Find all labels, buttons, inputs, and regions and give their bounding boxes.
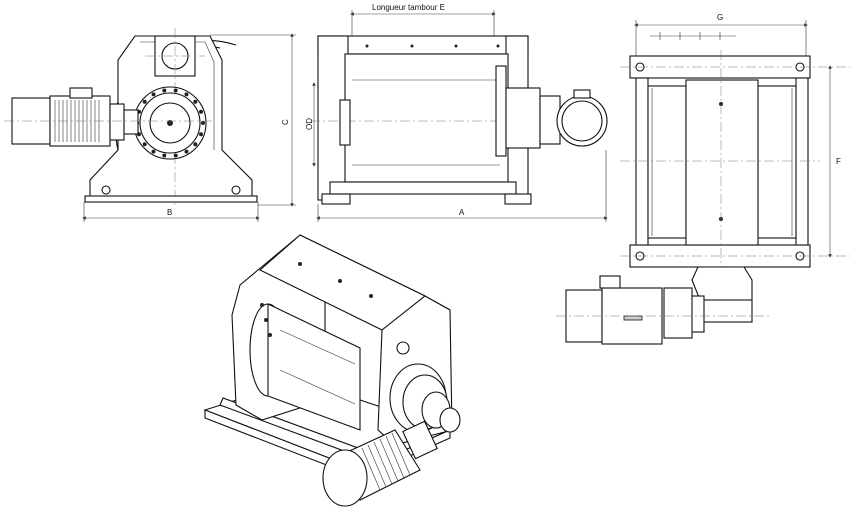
iso-motor-fins <box>361 432 411 491</box>
bolt <box>162 88 167 93</box>
dim-b-label: B <box>167 208 172 217</box>
dim-f-label: F <box>836 157 841 166</box>
bolt <box>201 121 205 125</box>
bolt <box>142 142 147 147</box>
top-view: G F <box>556 13 850 345</box>
bolt <box>193 142 198 147</box>
bolt <box>173 153 178 158</box>
bolt <box>184 92 189 97</box>
bolt <box>162 153 167 158</box>
isometric-view <box>203 234 461 507</box>
dim-c-label: C <box>281 119 290 125</box>
front-view: B C <box>4 28 296 222</box>
bolt <box>199 132 203 137</box>
bolt <box>151 149 156 154</box>
dim-a-label: A <box>459 208 465 217</box>
bolt <box>151 92 156 97</box>
bolt <box>199 109 203 114</box>
dim-od-label: OD <box>305 118 314 130</box>
side-view: Longueur tambour E OD A <box>305 3 610 222</box>
bolt <box>184 149 189 154</box>
bolt <box>142 99 147 104</box>
dim-g-label: G <box>717 13 723 22</box>
drum-length-label: Longueur tambour E <box>372 3 445 12</box>
bolt <box>173 88 178 93</box>
gearbox-bolt-ring <box>135 88 205 158</box>
bolt <box>193 99 198 104</box>
